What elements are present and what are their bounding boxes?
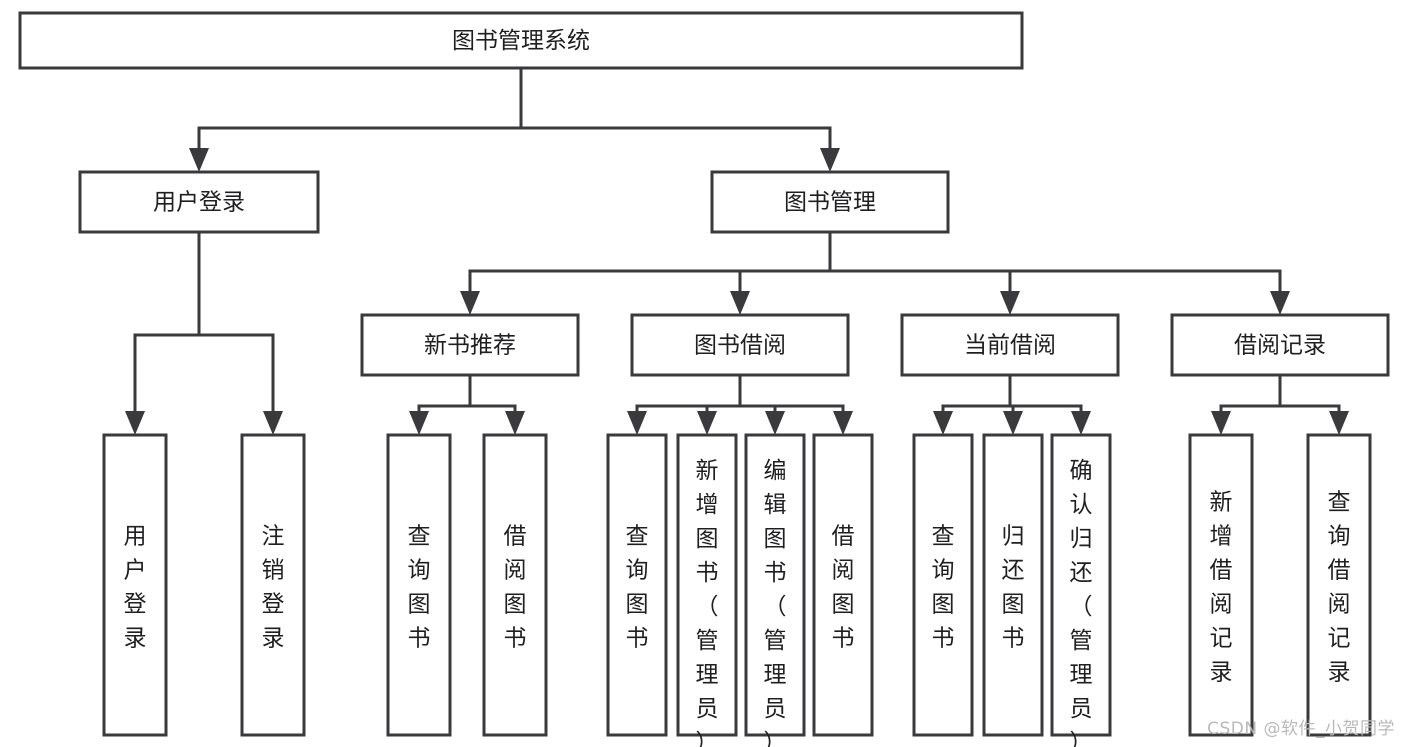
arrow-head-icon <box>1003 411 1023 435</box>
node-box[interactable] <box>912 433 974 737</box>
connector-group <box>1211 373 1349 435</box>
arrow-head-icon <box>1211 411 1231 435</box>
arrow-head-icon <box>697 411 717 435</box>
connector-group <box>627 373 853 435</box>
node-box[interactable] <box>1170 313 1390 377</box>
node-box[interactable] <box>900 313 1120 377</box>
node-label: 用户登录 <box>124 524 147 652</box>
node-box[interactable] <box>710 170 950 234</box>
connector-group <box>933 373 1091 435</box>
connector-group <box>125 230 283 435</box>
node-label: 查询借阅记录 <box>1328 490 1351 686</box>
arrow-head-icon <box>189 148 209 172</box>
node-current-borrow[interactable]: 当前借阅 <box>900 313 1120 377</box>
connector-group <box>409 373 525 435</box>
node-new-book-rec[interactable]: 新书推荐 <box>360 313 580 377</box>
node-label: 借阅图书 <box>832 524 855 652</box>
node-box[interactable] <box>360 313 580 377</box>
node-box[interactable] <box>482 433 548 737</box>
node-label: 查询图书 <box>408 524 431 652</box>
connector-group <box>189 66 840 172</box>
node-label: 查询图书 <box>626 524 649 652</box>
node-label: 归还图书 <box>1002 524 1025 652</box>
arrow-head-icon <box>1329 411 1349 435</box>
arrow-head-icon <box>125 411 145 435</box>
connector-layer <box>125 66 1349 435</box>
node-label: 图书管理系统 <box>452 28 590 54</box>
node-box[interactable] <box>1306 433 1372 737</box>
arrow-head-icon <box>820 148 840 172</box>
node-leaf-query-book-2[interactable]: 查询图书 <box>606 433 668 737</box>
node-label: 注销登录 <box>262 524 285 652</box>
node-leaf-query-book-1[interactable]: 查询图书 <box>386 433 452 737</box>
node-leaf-add-record[interactable]: 新增借阅记录 <box>1188 433 1254 737</box>
arrow-head-icon <box>833 411 853 435</box>
arrow-head-icon <box>627 411 647 435</box>
node-leaf-confirm-return-admin[interactable]: 确认归还（管理员） <box>1050 433 1112 747</box>
node-box[interactable] <box>102 433 168 737</box>
node-box[interactable] <box>982 433 1044 737</box>
node-label: 查询图书 <box>932 524 955 652</box>
node-leaf-edit-book-admin[interactable]: 编辑图书（管理员） <box>744 433 806 747</box>
node-label: 编辑图书（管理员） <box>764 458 787 747</box>
node-label: 用户登录 <box>153 190 245 216</box>
arrow-head-icon <box>1270 291 1290 315</box>
node-leaf-query-book-3[interactable]: 查询图书 <box>912 433 974 737</box>
node-box[interactable] <box>812 433 874 737</box>
arrow-head-icon <box>765 411 785 435</box>
arrow-head-icon <box>730 291 750 315</box>
node-label: 新增借阅记录 <box>1210 490 1233 686</box>
node-label: 图书借阅 <box>694 333 786 359</box>
node-box[interactable] <box>386 433 452 737</box>
node-label: 新书推荐 <box>424 333 516 359</box>
arrow-head-icon <box>460 291 480 315</box>
node-box[interactable] <box>1188 433 1254 737</box>
node-box[interactable] <box>744 433 806 737</box>
node-borrow-record[interactable]: 借阅记录 <box>1170 313 1390 377</box>
node-leaf-add-book-admin[interactable]: 新增图书（管理员） <box>676 433 738 747</box>
arrow-head-icon <box>1071 411 1091 435</box>
node-book-borrow[interactable]: 图书借阅 <box>630 313 850 377</box>
node-leaf-borrow-book-1[interactable]: 借阅图书 <box>482 433 548 737</box>
node-label: 借阅记录 <box>1234 333 1326 359</box>
node-leaf-logout[interactable]: 注销登录 <box>240 433 306 737</box>
node-label: 借阅图书 <box>504 524 527 652</box>
node-label: 当前借阅 <box>964 333 1056 359</box>
node-leaf-query-record[interactable]: 查询借阅记录 <box>1306 433 1372 737</box>
arrow-head-icon <box>1000 291 1020 315</box>
node-user-login[interactable]: 用户登录 <box>78 170 320 234</box>
node-box[interactable] <box>240 433 306 737</box>
node-leaf-return-book[interactable]: 归还图书 <box>982 433 1044 737</box>
node-leaf-user-login[interactable]: 用户登录 <box>102 433 168 737</box>
node-label: 新增图书（管理员） <box>696 458 719 747</box>
arrow-head-icon <box>409 411 429 435</box>
node-box[interactable] <box>78 170 320 234</box>
node-layer: 图书管理系统用户登录图书管理新书推荐图书借阅当前借阅借阅记录用户登录注销登录查询… <box>18 11 1390 747</box>
node-box[interactable] <box>18 11 1024 70</box>
node-root[interactable]: 图书管理系统 <box>18 11 1024 70</box>
node-box[interactable] <box>676 433 738 737</box>
node-label: 图书管理 <box>784 190 876 216</box>
node-book-manage[interactable]: 图书管理 <box>710 170 950 234</box>
node-label: 确认归还（管理员） <box>1070 458 1093 747</box>
node-box[interactable] <box>606 433 668 737</box>
node-box[interactable] <box>630 313 850 377</box>
arrow-head-icon <box>933 411 953 435</box>
node-leaf-borrow-book-2[interactable]: 借阅图书 <box>812 433 874 737</box>
arrow-head-icon <box>263 411 283 435</box>
connector-group <box>460 230 1290 315</box>
node-box[interactable] <box>1050 433 1112 737</box>
arrow-head-icon <box>505 411 525 435</box>
